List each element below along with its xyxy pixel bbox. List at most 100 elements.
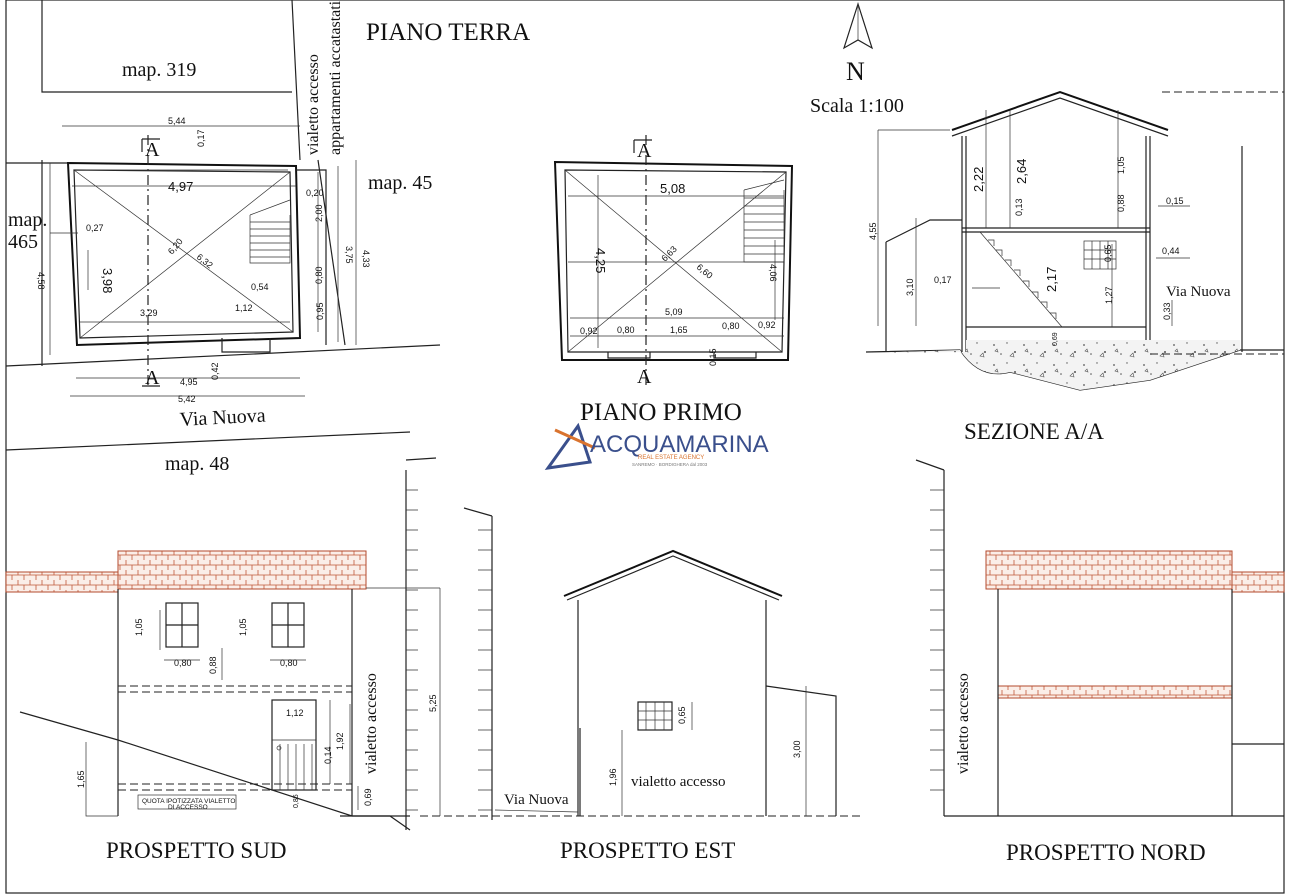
dimension-label-dims-sezione-d088: 0,88: [1116, 194, 1126, 212]
dimension-label-dims-sezione-d127: 1,27: [1104, 286, 1114, 304]
dimension-label-dims-primo-d406: 4,06: [768, 264, 778, 282]
dimension-label-dims-primo-d509: 5,09: [665, 307, 683, 317]
label-via-nuova-terra: Via Nuova: [179, 405, 266, 431]
dimension-label-dims-sezione-d065: 0,65: [1103, 244, 1113, 262]
title-prospetto-est: PROSPETTO EST: [560, 838, 735, 863]
dimension-label-dims-terra-d112: 1,12: [235, 303, 253, 313]
dimension-label-dims-sud-d080a: 0,80: [174, 658, 192, 668]
piano-primo-plan: A A 5,08 4,25 6,63 6,60 4,06 5,09 0,92 0…: [553, 135, 794, 426]
dimension-label-dims-terra-d398: 3,98: [100, 268, 115, 293]
dimension-label-dims-primo-d015: 0,15: [708, 348, 718, 366]
dimension-label-dims-primo-d092b: 0,92: [758, 320, 776, 330]
dimension-label-dims-sezione-d105: 1,05: [1116, 156, 1126, 174]
north-arrow: N Scala 1:100: [810, 2, 904, 117]
dimension-label-dims-sud-d085: 0,85: [293, 794, 300, 808]
prospetto-est: 0,65 1,96 3,00 vialetto accesso Via Nuov…: [420, 507, 860, 863]
label-map-319: map. 319: [122, 59, 196, 81]
dimension-label-dims-terra-d495: 4,95: [180, 377, 198, 387]
dimension-label-dims-sezione-d455: 4,55: [868, 222, 878, 240]
dimension-label-dims-terra-d054: 0,54: [251, 282, 269, 292]
window-sud-left: [165, 602, 199, 648]
dimension-label-dims-terra-d544: 5,44: [168, 116, 186, 126]
dimension-label-dims-terra-d200: 2,00: [314, 204, 324, 222]
label-appartamenti: appartamenti accatastati: [327, 0, 344, 155]
dimension-label-dims-terra-d497: 4,97: [168, 179, 193, 194]
label-vialetto-nord: vialetto accesso: [955, 673, 972, 774]
north-letter: N: [846, 57, 865, 86]
dimension-label-dims-primo-d080b: 0,80: [722, 321, 740, 331]
dimension-label-dims-est-d196: 1,96: [608, 768, 618, 786]
quota-box: [137, 794, 237, 810]
sezione-aa: 2,22 2,64 1,05 0,88 0,15 0,13 4,55 0,65 …: [865, 90, 1284, 444]
dimension-label-dims-terra-d042: 0,42: [210, 362, 220, 380]
logo-mark-icon: [544, 422, 592, 470]
prospetto-sud: 1,05 1,05 0,80 0,80 0,88 1,12 1,92 0,14 …: [5, 457, 441, 863]
scale-label: Scala 1:100: [810, 95, 904, 117]
title-sezione: SEZIONE A/A: [964, 419, 1104, 444]
door-sud: [271, 699, 317, 791]
dimension-label-dims-primo-d660: 6,60: [695, 262, 715, 281]
section-mark-primo-top: A: [637, 140, 652, 162]
section-mark-primo-bottom: A: [637, 366, 652, 388]
dimension-label-dims-sezione-d033: 0,33: [1162, 302, 1172, 320]
dimension-label-dims-terra-d329: 3,29: [140, 308, 158, 318]
dimension-label-dims-terra-d632: 6,32: [195, 252, 215, 271]
logo-tagline: REAL ESTATE AGENCY: [638, 455, 704, 461]
dimension-label-dims-primo-d663: 6,63: [659, 244, 678, 263]
dimension-label-dims-primo-d092a: 0,92: [580, 326, 598, 336]
dimension-label-dims-primo-d508: 5,08: [660, 181, 685, 196]
acquamarina-logo: ACQUAMARINA REAL ESTATE AGENCY SANREMO ·…: [544, 422, 769, 470]
dimension-label-dims-primo-d165: 1,65: [670, 325, 688, 335]
title-prospetto-nord: PROSPETTO NORD: [1006, 840, 1206, 865]
logo-subline: SANREMO · BORDIGHERA dal 2003: [632, 462, 708, 467]
label-vialetto-terra: vialetto accesso: [305, 54, 322, 155]
piano-terra-plan: PIANO TERRA map. 319 map. 45 map. 465 ma…: [5, 0, 530, 475]
dimension-label-dims-sud-d105b: 1,05: [238, 618, 248, 636]
logo-accent-icon: [554, 428, 596, 450]
dimension-label-dims-terra-d542: 5,42: [178, 394, 196, 404]
section-mark-terra-bottom: A: [145, 367, 160, 389]
section-mark-terra-top: A: [145, 139, 160, 161]
dimension-label-dims-sezione-d222: 2,22: [971, 167, 986, 192]
dimension-label-dims-primo-d080a: 0,80: [617, 325, 635, 335]
dimension-label-dims-sezione-d217: 2,17: [1044, 267, 1059, 292]
quota-text-1: QUOTA IPOTIZZATA VIALETTO: [142, 798, 235, 805]
dimension-label-dims-terra-d620: 6,20: [166, 236, 185, 256]
window-sud-right: [271, 602, 305, 648]
dimension-label-dims-sezione-d310: 3,10: [905, 278, 915, 296]
dimension-label-dims-sezione-d069: 0,69: [1052, 332, 1059, 346]
title-piano-primo: PIANO PRIMO: [580, 399, 742, 426]
dimension-label-dims-terra-d017: 0,17: [196, 129, 206, 147]
dimension-label-dims-terra-d433: 4,33: [361, 250, 371, 268]
quota-text-2: DI ACCESSO: [168, 804, 208, 811]
dimension-label-dims-terra-d375: 3,75: [344, 246, 354, 264]
dimension-label-dims-sud-d088: 0,88: [208, 656, 218, 674]
dimension-label-dims-sud-d105a: 1,05: [134, 618, 144, 636]
dimension-label-dims-sud-d080b: 0,80: [280, 658, 298, 668]
dimension-label-dims-primo-d425: 4,25: [593, 248, 608, 273]
dimension-label-dims-sud-d165: 1,65: [76, 770, 86, 788]
dimension-label-dims-sezione-d013: 0,13: [1014, 198, 1024, 216]
label-map-45: map. 45: [368, 172, 432, 194]
label-vialetto-sud: vialetto accesso: [363, 673, 380, 774]
dimension-label-dims-sezione-d015: 0,15: [1166, 196, 1184, 206]
dimension-label-dims-est-d300: 3,00: [792, 740, 802, 758]
dimension-label-dims-sud-d014: 0,14: [323, 746, 333, 764]
dimension-label-dims-sud-d069: 0,69: [363, 788, 373, 806]
dimension-label-dims-sezione-d044: 0,44: [1162, 246, 1180, 256]
dimension-label-dims-sud-d525: 5,25: [428, 694, 438, 712]
label-map-465-b: 465: [8, 231, 38, 253]
label-via-nuova-sezione: Via Nuova: [1166, 284, 1231, 300]
logo-brand: ACQUAMARINA: [590, 431, 769, 458]
sheet-border: [5, 0, 1285, 894]
dimension-label-dims-sezione-d264: 2,64: [1014, 159, 1029, 184]
label-map-48: map. 48: [165, 453, 229, 475]
title-piano-terra: PIANO TERRA: [366, 19, 530, 46]
dimension-label-dims-est-d065: 0,65: [677, 706, 687, 724]
title-prospetto-sud: PROSPETTO SUD: [106, 838, 286, 863]
dimension-label-dims-terra-d095: 0,95: [315, 302, 325, 320]
dimension-label-dims-sud-d112: 1,12: [286, 708, 304, 718]
label-vialetto-est: vialetto accesso: [631, 774, 726, 790]
dimension-label-dims-terra-d027: 0,27: [86, 223, 104, 233]
